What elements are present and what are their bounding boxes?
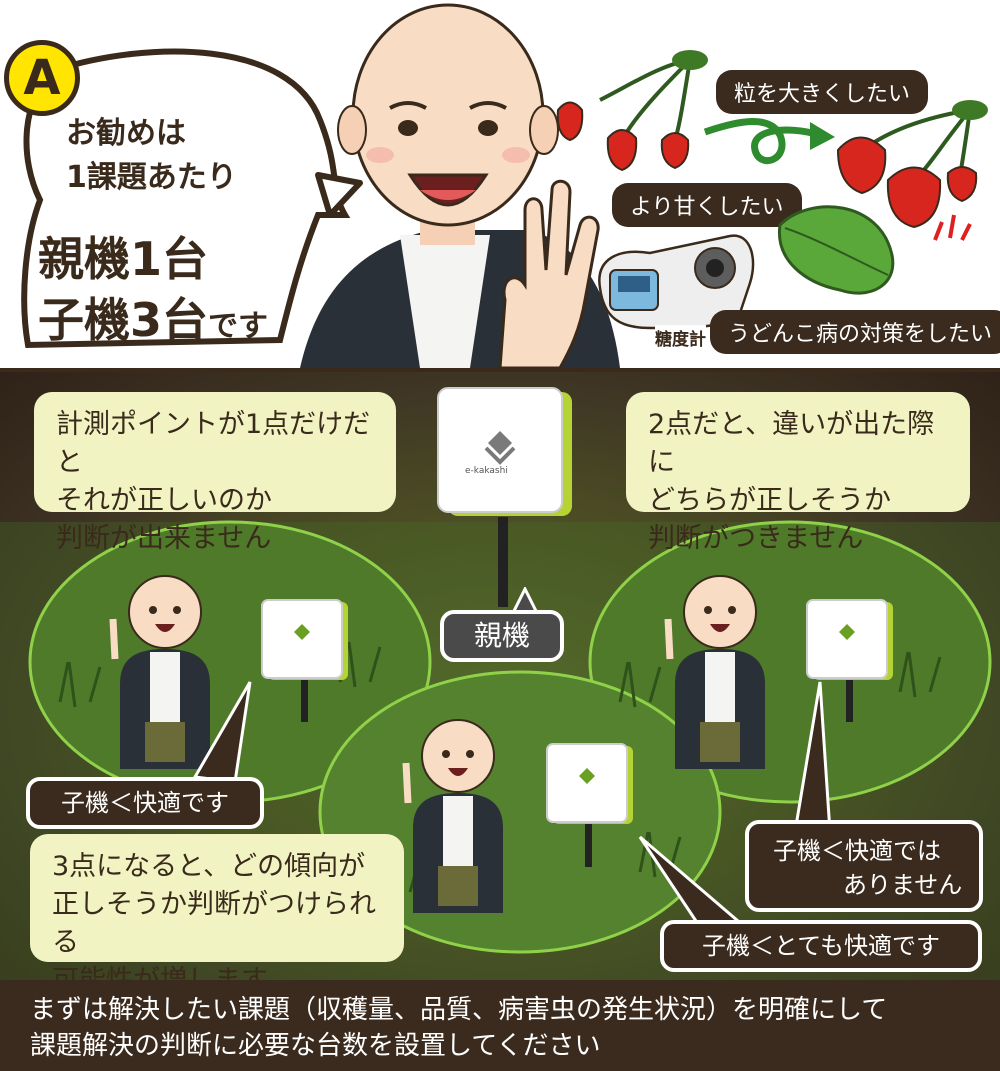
- character-center-icon: [402, 719, 503, 913]
- callout-two-points-line1: 2点だと、違いが出た際に: [648, 409, 935, 478]
- bubble-child-count: 子機3台です: [38, 284, 268, 350]
- goal-bigger-label: 粒を大きくしたい: [716, 70, 929, 114]
- strawberry-plant-large-icon: [836, 100, 988, 229]
- top-panel: A お勧めは 1課題あたり 親機1台 子機3台です: [0, 0, 1000, 372]
- parent-device-icon: [437, 387, 572, 516]
- footer-line2: 課題解決の判断に必要な台数を設置してください: [30, 1031, 601, 1061]
- leaf-icon: [777, 205, 895, 295]
- callout-one-point-line1: 計測ポイントが1点だけだと: [56, 409, 371, 478]
- bubble-child-count-text: 子機3台: [38, 293, 209, 347]
- refractometer-icon: [598, 234, 755, 330]
- child-not-comfortable-label: 子機＜快適では ありません: [745, 820, 983, 912]
- bubble-parent-count: 親機1台: [38, 232, 209, 286]
- callout-three-points-line3: 可能性が増します: [52, 962, 382, 980]
- character-right-icon: [664, 575, 765, 769]
- child-not-comfortable-line2: ありません: [843, 871, 963, 899]
- warning-marks-icon: [933, 214, 972, 241]
- strawberry-plant-small-icon: [556, 50, 708, 172]
- field-panel: e-kakashi 親機: [0, 372, 1000, 980]
- callout-three-points-line1: 3点になると、どの傾向が: [52, 851, 366, 882]
- bubble-suffix: です: [208, 309, 269, 344]
- child-device-center-icon: [546, 743, 633, 824]
- bubble-line-recommend: お勧めは: [66, 116, 186, 151]
- footer-note: まずは解決したい課題（収穫量、品質、病害虫の発生状況）を明確にして 課題解決の判…: [0, 980, 1000, 1071]
- presenter-illustration: [300, 3, 620, 368]
- character-left-icon: [109, 575, 210, 769]
- footer-line1: まずは解決したい課題（収穫量、品質、病害虫の発生状況）を明確にして: [30, 995, 888, 1025]
- child-not-comfortable-line1: 子機＜快適では: [773, 837, 941, 865]
- callout-two-points: 2点だと、違いが出た際に どちらが正しそうか 判断がつきません: [626, 392, 970, 554]
- callout-three-points: 3点になると、どの傾向が 正しそうか判断がつけられる 可能性が増します: [30, 834, 404, 980]
- child-comfortable-label: 子機＜快適です: [26, 777, 264, 829]
- child-very-comfortable-label: 子機＜とても快適です: [660, 920, 982, 972]
- callout-one-point-line3: 判断が出来ません: [56, 523, 272, 554]
- refractometer-label: 糖度計: [655, 325, 706, 350]
- callout-one-point: 計測ポイントが1点だけだと それが正しいのか 判断が出来ません: [34, 392, 396, 554]
- panel-letter-badge: A: [4, 40, 80, 116]
- parent-device-brand: e-kakashi: [465, 466, 508, 476]
- speech-bubble: [21, 48, 363, 349]
- callout-one-point-line2: それが正しいのか: [56, 485, 272, 516]
- goal-mildew-label: うどんこ病の対策をしたい: [710, 310, 1000, 354]
- callout-three-points-line2: 正しそうか判断がつけられる: [52, 889, 376, 958]
- child-device-left-icon: [261, 599, 348, 680]
- child-device-right-icon: [806, 599, 893, 680]
- parent-device-label: 親機: [440, 610, 564, 662]
- bubble-line-per-issue: 1課題あたり: [66, 160, 237, 195]
- improvement-arrow-icon: [703, 118, 835, 165]
- goal-sweeter-label: より甘くしたい: [612, 183, 802, 227]
- child-speech-tails: [192, 681, 832, 929]
- callout-two-points-line2: どちらが正しそうか: [648, 485, 891, 516]
- callout-two-points-line3: 判断がつきません: [648, 523, 864, 554]
